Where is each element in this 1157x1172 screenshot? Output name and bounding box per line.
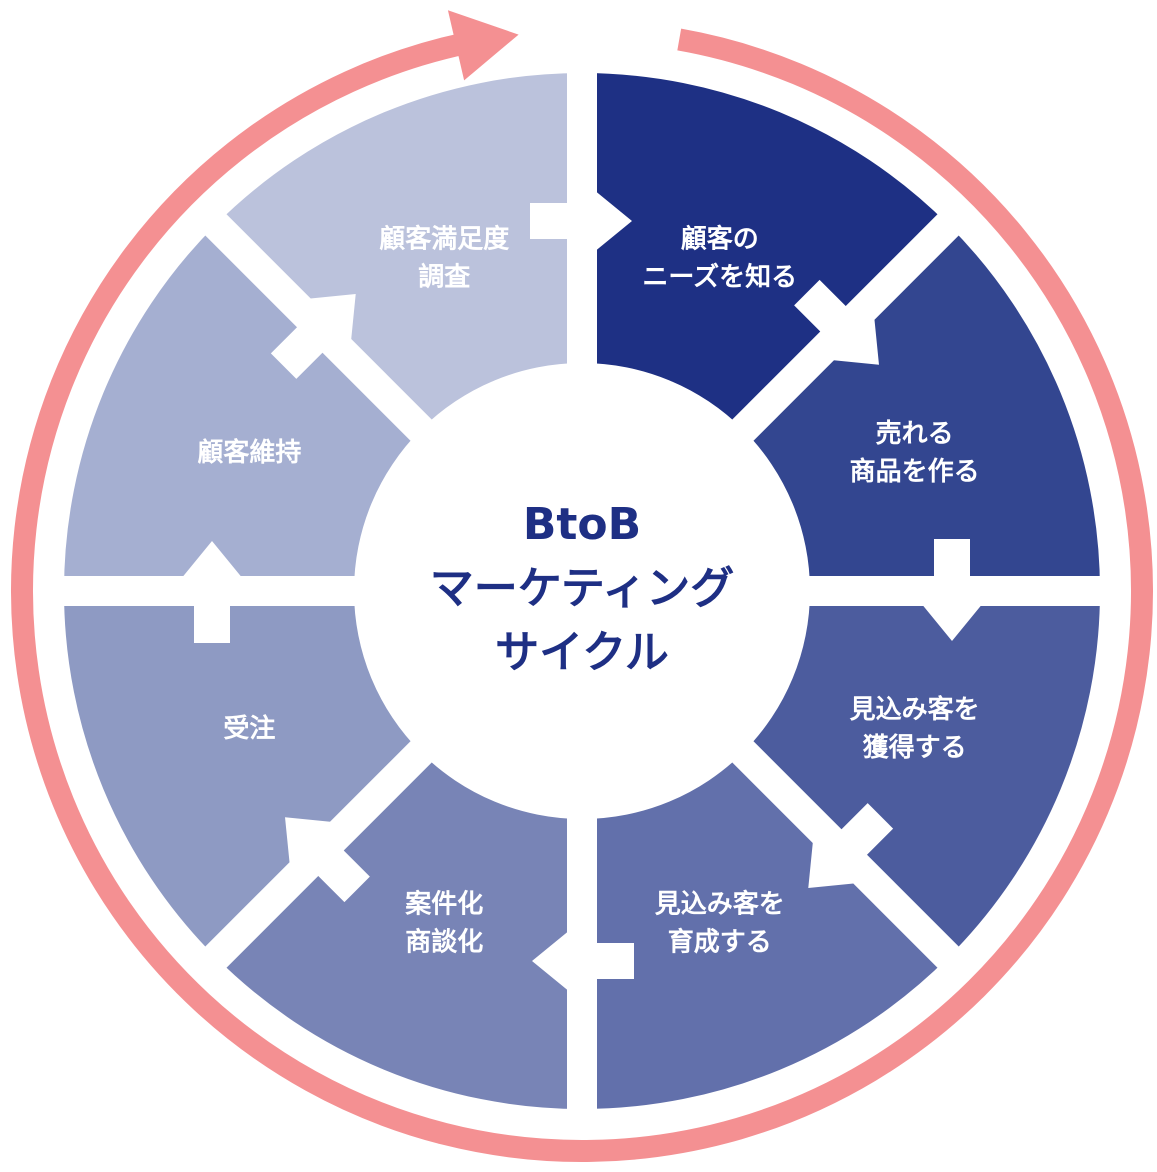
flow-arrow-shape [808,803,894,888]
center-title: BtoB マーケティングサイクル [430,499,734,678]
flow-arrow-shape [530,185,632,257]
segment-label-line: 顧客満足度 [379,223,509,254]
flow-arrow-order [176,541,248,643]
segment-order [64,591,421,958]
segment-group [64,72,1100,1109]
cycle-ring [11,10,1153,1162]
segment-label-needs: 顧客のニーズを知る [642,223,797,292]
segment-label-line: 見込み客を [850,693,980,724]
segment-label-line: 商品を作る [850,456,980,487]
flow-arrow-shape [270,294,356,379]
segment-label-line: 獲得する [863,732,967,762]
cycle-ring-arc [11,28,1153,1162]
center-title-line: マーケティング [430,563,734,614]
segment-retain [64,224,421,591]
segment-label-line: 受注 [223,712,275,743]
cycle-ring-arrowhead [447,10,519,81]
flow-arrow-nurture [532,925,634,997]
segment-label-line: 育成する [668,926,772,957]
flow-arrow-product [916,539,988,641]
center-title-line: サイクル [495,627,669,678]
segment-label-line: 売れる [876,419,954,449]
segment-label-product: 売れる商品を作る [850,419,980,487]
flow-arrow-deal [285,817,370,903]
flow-arrow-acquire [808,803,894,888]
flow-arrow-retain [270,294,356,379]
flow-arrow-shape [285,817,370,903]
center-circle [356,365,808,817]
segment-label-line: 顧客の [681,223,759,254]
center-title-line: BtoB [523,499,641,550]
segment-product [743,224,1100,591]
segment-label-survey: 顧客満足度調査 [379,223,509,292]
flow-arrows [176,185,988,997]
flow-arrow-shape [794,279,879,365]
segment-label-line: 調査 [418,261,470,292]
segment-deal [215,752,582,1109]
flow-arrow-shape [532,925,634,997]
segment-survey [215,72,582,430]
flow-arrow-shape [916,539,988,641]
segment-label-line: 見込み客を [655,888,785,919]
segment-label-line: 商談化 [405,926,483,957]
flow-arrow-needs [794,279,879,365]
segment-nurture [582,752,949,1109]
segment-acquire [743,591,1100,958]
segment-label-order: 受注 [223,712,275,743]
flow-arrow-survey [530,185,632,257]
flow-arrow-shape [176,541,248,643]
segment-label-deal: 案件化商談化 [404,888,483,957]
segment-needs [582,73,949,430]
segment-label-line: 顧客維持 [197,437,301,468]
segment-labels: 顧客のニーズを知る売れる商品を作る見込み客を獲得する見込み客を育成する案件化商談… [197,223,979,957]
segment-label-line: 案件化 [404,888,483,919]
segment-label-nurture: 見込み客を育成する [655,888,785,957]
center-title-text: BtoB マーケティングサイクル [430,499,734,678]
segment-label-line: ニーズを知る [642,261,797,292]
segment-label-retain: 顧客維持 [197,437,301,468]
segment-label-acquire: 見込み客を獲得する [850,693,980,762]
